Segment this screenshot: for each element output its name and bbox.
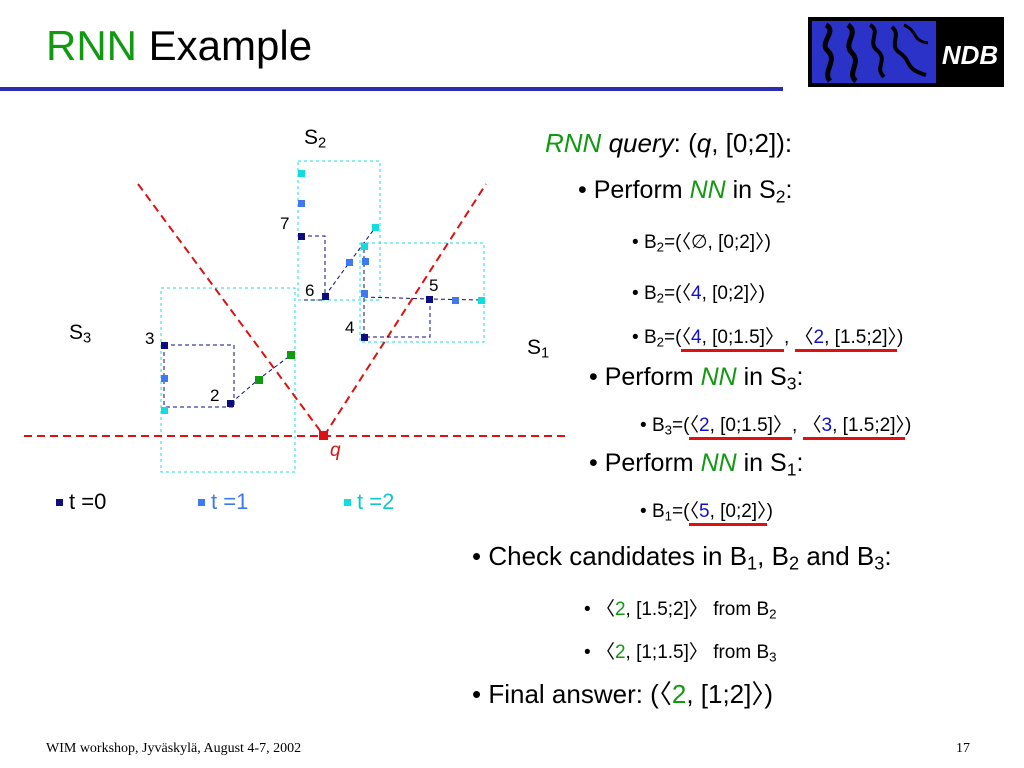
- legend-t2: t =2: [344, 489, 394, 515]
- label-point-2: 2: [210, 386, 220, 405]
- bisector-left: [137, 183, 325, 437]
- b3-candidate-2: 〈2, [0;1.5]〉: [689, 414, 792, 440]
- point-3-t2: [161, 407, 168, 414]
- point-6-t0: [322, 293, 329, 300]
- legend-t1: t =1: [198, 489, 248, 515]
- candidate-line-1: • 〈2, [1.5;2]〉 from B2: [584, 598, 777, 622]
- perform-nn-s2: • Perform NN in S2:: [578, 176, 793, 207]
- b2-step3: • B2=(〈4, [0;1.5]〉, 〈2, [1.5;2]〉): [632, 322, 903, 352]
- point-5-t0: [426, 296, 433, 303]
- b1-candidate-5: 〈5, [0;2]〉: [689, 500, 767, 526]
- page-number: 17: [956, 741, 970, 756]
- label-point-6: 6: [305, 281, 315, 300]
- point-6-t1: [346, 259, 353, 266]
- point-2-t2: [287, 351, 295, 359]
- title-divider: [0, 87, 783, 91]
- perform-nn-s1: • Perform NN in S1:: [589, 449, 804, 480]
- b3-candidate-3: 〈3, [1.5;2]〉: [802, 414, 905, 440]
- trajectory-5b: [366, 299, 431, 338]
- b1-line: • B1=(〈5, [0;2]〉): [640, 496, 773, 526]
- b2-step2: • B2=(〈4, [0;2]〉): [632, 282, 765, 306]
- point-4-t1: [361, 290, 368, 297]
- b2-step1: • B2=(〈∅, [0;2]〉): [632, 231, 771, 255]
- trajectory-5: [363, 296, 481, 301]
- trajectory-7: [301, 235, 326, 301]
- logo-text: NDB: [942, 40, 998, 70]
- point-3-t0: [161, 342, 168, 349]
- point-extra-t1: [362, 258, 369, 265]
- query-point-q: [319, 431, 328, 440]
- point-4-t2: [361, 243, 368, 250]
- perform-nn-s3: • Perform NN in S3:: [589, 363, 804, 394]
- label-point-7: 7: [280, 214, 290, 233]
- trajectory-3: [164, 344, 235, 408]
- ndb-logo: NDB: [808, 17, 1004, 87]
- point-6-t2: [372, 224, 379, 231]
- mbr-s2-top: [297, 160, 381, 301]
- check-candidates: • Check candidates in B1, B2 and B3:: [472, 541, 892, 574]
- query-line: RNN query: (q, [0;2]):: [545, 128, 793, 158]
- label-point-4: 4: [345, 318, 355, 337]
- candidate-line-2: • 〈2, [1;1.5]〉 from B3: [584, 641, 777, 665]
- bisector-right: [323, 183, 487, 437]
- mbr-s3: [160, 287, 296, 473]
- legend-swatch-t0: [56, 499, 63, 506]
- legend-t0: t =0: [56, 489, 106, 515]
- point-7-t0: [298, 233, 305, 240]
- point-3-t1: [161, 375, 168, 382]
- point-7-t1: [298, 200, 305, 207]
- b2-candidate-4: 〈4, [0;1.5]〉: [681, 326, 784, 352]
- point-5-t1: [452, 297, 459, 304]
- label-point-5: 5: [429, 276, 439, 295]
- point-7-t2: [298, 170, 305, 177]
- label-s3: S3: [69, 321, 92, 347]
- label-q: q: [330, 440, 341, 461]
- final-answer: • Final answer: (〈2, [1;2]〉): [472, 679, 774, 710]
- point-5-t2: [478, 297, 485, 304]
- point-4-t0: [361, 334, 368, 341]
- label-s1: S1: [527, 336, 550, 362]
- legend-swatch-t1: [198, 499, 205, 506]
- b3-line: • B3=(〈2, [0;1.5]〉, 〈3, [1.5;2]〉): [640, 410, 911, 440]
- legend-swatch-t2: [344, 499, 351, 506]
- b2-candidate-2: 〈2, [1.5;2]〉: [794, 326, 897, 352]
- label-point-3: 3: [145, 329, 155, 348]
- slide-title: RNN Example: [46, 22, 313, 69]
- mbr-s1: [359, 242, 485, 343]
- point-2-t1: [255, 376, 263, 384]
- point-2-t0: [227, 400, 234, 407]
- label-s2: S2: [304, 126, 327, 152]
- footer-venue: WIM workshop, Jyväskylä, August 4-7, 200…: [46, 741, 302, 756]
